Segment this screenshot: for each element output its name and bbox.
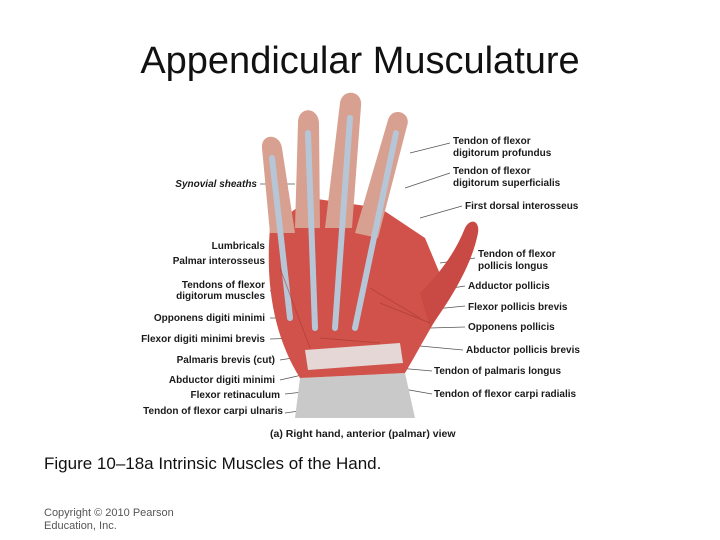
label-tendons-flexor-digitorum-1: Tendons of flexor	[181, 280, 265, 291]
label-opponens-digiti-minimi: Opponens digiti minimi	[153, 313, 265, 324]
label-flexor-digiti-minimi-brevis: Flexor digiti minimi brevis	[141, 334, 265, 345]
hand-illustration	[260, 92, 479, 418]
label-lumbricals: Lumbricals	[211, 241, 265, 252]
label-abductor-pollicis-brevis: Abductor pollicis brevis	[466, 345, 580, 356]
label-tendon-fds-2: digitorum superficialis	[453, 178, 561, 189]
figure-caption: Figure 10–18a Intrinsic Muscles of the H…	[44, 454, 382, 473]
figure-view-caption: (a) Right hand, anterior (palmar) view	[270, 428, 456, 440]
label-first-dorsal-interosseus: First dorsal interosseus	[465, 201, 579, 212]
label-flexor-pollicis-brevis: Flexor pollicis brevis	[468, 302, 568, 313]
label-tendon-fpl-1: Tendon of flexor	[478, 249, 556, 260]
label-palmar-interosseus: Palmar interosseus	[172, 256, 265, 267]
label-tendon-fdp-1: Tendon of flexor	[453, 136, 531, 147]
label-tendon-fdp-2: digitorum profundus	[453, 148, 552, 159]
label-tendons-flexor-digitorum-2: digitorum muscles	[176, 291, 265, 302]
slide-title: Appendicular Musculature	[140, 40, 580, 82]
label-tendon-palmaris-longus: Tendon of palmaris longus	[434, 366, 562, 377]
label-tendon-flexor-carpi-ulnaris: Tendon of flexor carpi ulnaris	[143, 406, 283, 417]
label-adductor-pollicis: Adductor pollicis	[468, 281, 550, 292]
copyright-notice: Copyright © 2010 Pearson Education, Inc.	[44, 507, 174, 532]
label-palmaris-brevis: Palmaris brevis (cut)	[176, 355, 275, 366]
label-tendon-fds-1: Tendon of flexor	[453, 166, 531, 177]
label-tendon-flexor-carpi-radialis: Tendon of flexor carpi radialis	[434, 389, 577, 400]
label-tendon-fpl-2: pollicis longus	[478, 261, 549, 272]
label-opponens-pollicis: Opponens pollicis	[468, 322, 555, 333]
hand-muscle-figure: Synovial sheaths Lumbricals Palmar inter…	[120, 88, 600, 443]
label-flexor-retinaculum: Flexor retinaculum	[190, 390, 280, 401]
label-synovial-sheaths: Synovial sheaths	[175, 179, 257, 190]
label-abductor-digiti-minimi: Abductor digiti minimi	[168, 375, 275, 386]
